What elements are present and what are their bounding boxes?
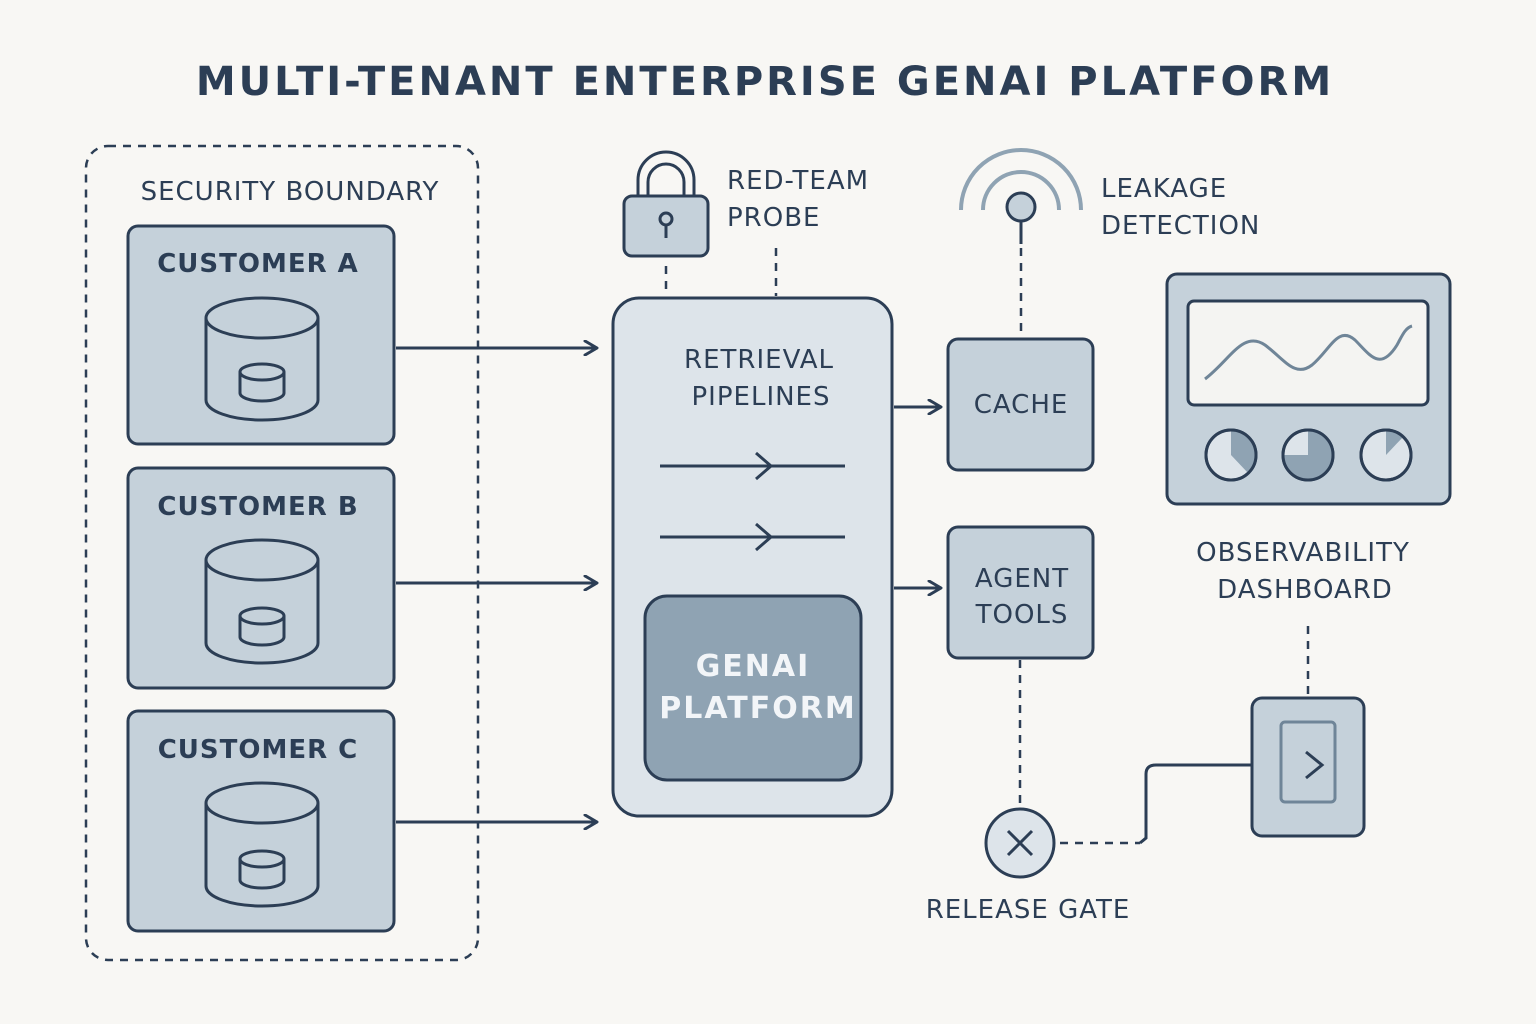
leakage-label-line1: LEAKAGE: [1101, 174, 1227, 204]
customer-c-box[interactable]: CUSTOMER C: [126, 709, 396, 933]
red-team-label-line1: RED-TEAM: [727, 166, 869, 196]
agent-tools-label-line2: TOOLS: [975, 600, 1069, 630]
security-boundary: SECURITY BOUNDARY: [84, 144, 480, 962]
leakage-label-line2: DETECTION: [1101, 211, 1260, 241]
security-boundary-frame: [84, 144, 480, 962]
signal-icon: [959, 148, 1083, 223]
red-team-label-line2: PROBE: [727, 203, 820, 233]
customer-a-box[interactable]: CUSTOMER A: [126, 224, 396, 446]
pipeline-arrow-icon: [755, 451, 774, 481]
database-icon: [204, 538, 320, 665]
gauge-icon: [1359, 428, 1413, 482]
red-team-probe[interactable]: RED-TEAM PROBE: [622, 150, 869, 258]
security-boundary-label: SECURITY BOUNDARY: [141, 177, 440, 207]
retrieval-label-line1: RETRIEVAL: [684, 345, 834, 375]
lock-icon: [622, 150, 710, 258]
deploy-box[interactable]: [1250, 696, 1366, 838]
platform-label-line1: GENAI: [696, 649, 811, 684]
observability-dashboard[interactable]: [1165, 272, 1452, 506]
dashboard-line-chart-icon: [1204, 324, 1413, 381]
customer-b-label: CUSTOMER B: [157, 492, 358, 522]
release-gate[interactable]: RELEASE GATE: [926, 807, 1131, 925]
gauge-icon: [1204, 428, 1258, 482]
database-icon: [204, 296, 320, 422]
genai-platform-box[interactable]: GENAI PLATFORM: [643, 594, 863, 782]
page-title: MULTI-TENANT ENTERPRISE GENAI PLATFORM: [196, 59, 1334, 105]
customer-b-box[interactable]: CUSTOMER B: [126, 466, 396, 690]
cache-box[interactable]: CACHE: [946, 337, 1095, 472]
retrieval-label-line2: PIPELINES: [692, 382, 831, 412]
database-icon: [204, 781, 320, 908]
gauge-icon: [1281, 428, 1335, 482]
leakage-detection[interactable]: LEAKAGE DETECTION: [959, 148, 1260, 241]
agent-tools-box[interactable]: AGENT TOOLS: [946, 525, 1095, 660]
observability-label-line1: OBSERVABILITY: [1196, 538, 1410, 568]
dashboard-screen: [1186, 299, 1430, 407]
release-gate-label: RELEASE GATE: [926, 895, 1131, 925]
pipeline-arrow-icon: [755, 522, 774, 552]
customer-c-label: CUSTOMER C: [158, 735, 359, 765]
customer-a-label: CUSTOMER A: [157, 249, 359, 279]
cache-label: CACHE: [974, 390, 1069, 420]
platform-label-line2: PLATFORM: [659, 691, 856, 726]
release-gate-path: [1139, 763, 1320, 845]
door-icon: [1279, 720, 1337, 804]
enter-arrow-icon: [1305, 750, 1325, 780]
agent-tools-label-line1: AGENT: [975, 564, 1069, 594]
observability-label-line2: DASHBOARD: [1217, 575, 1393, 605]
